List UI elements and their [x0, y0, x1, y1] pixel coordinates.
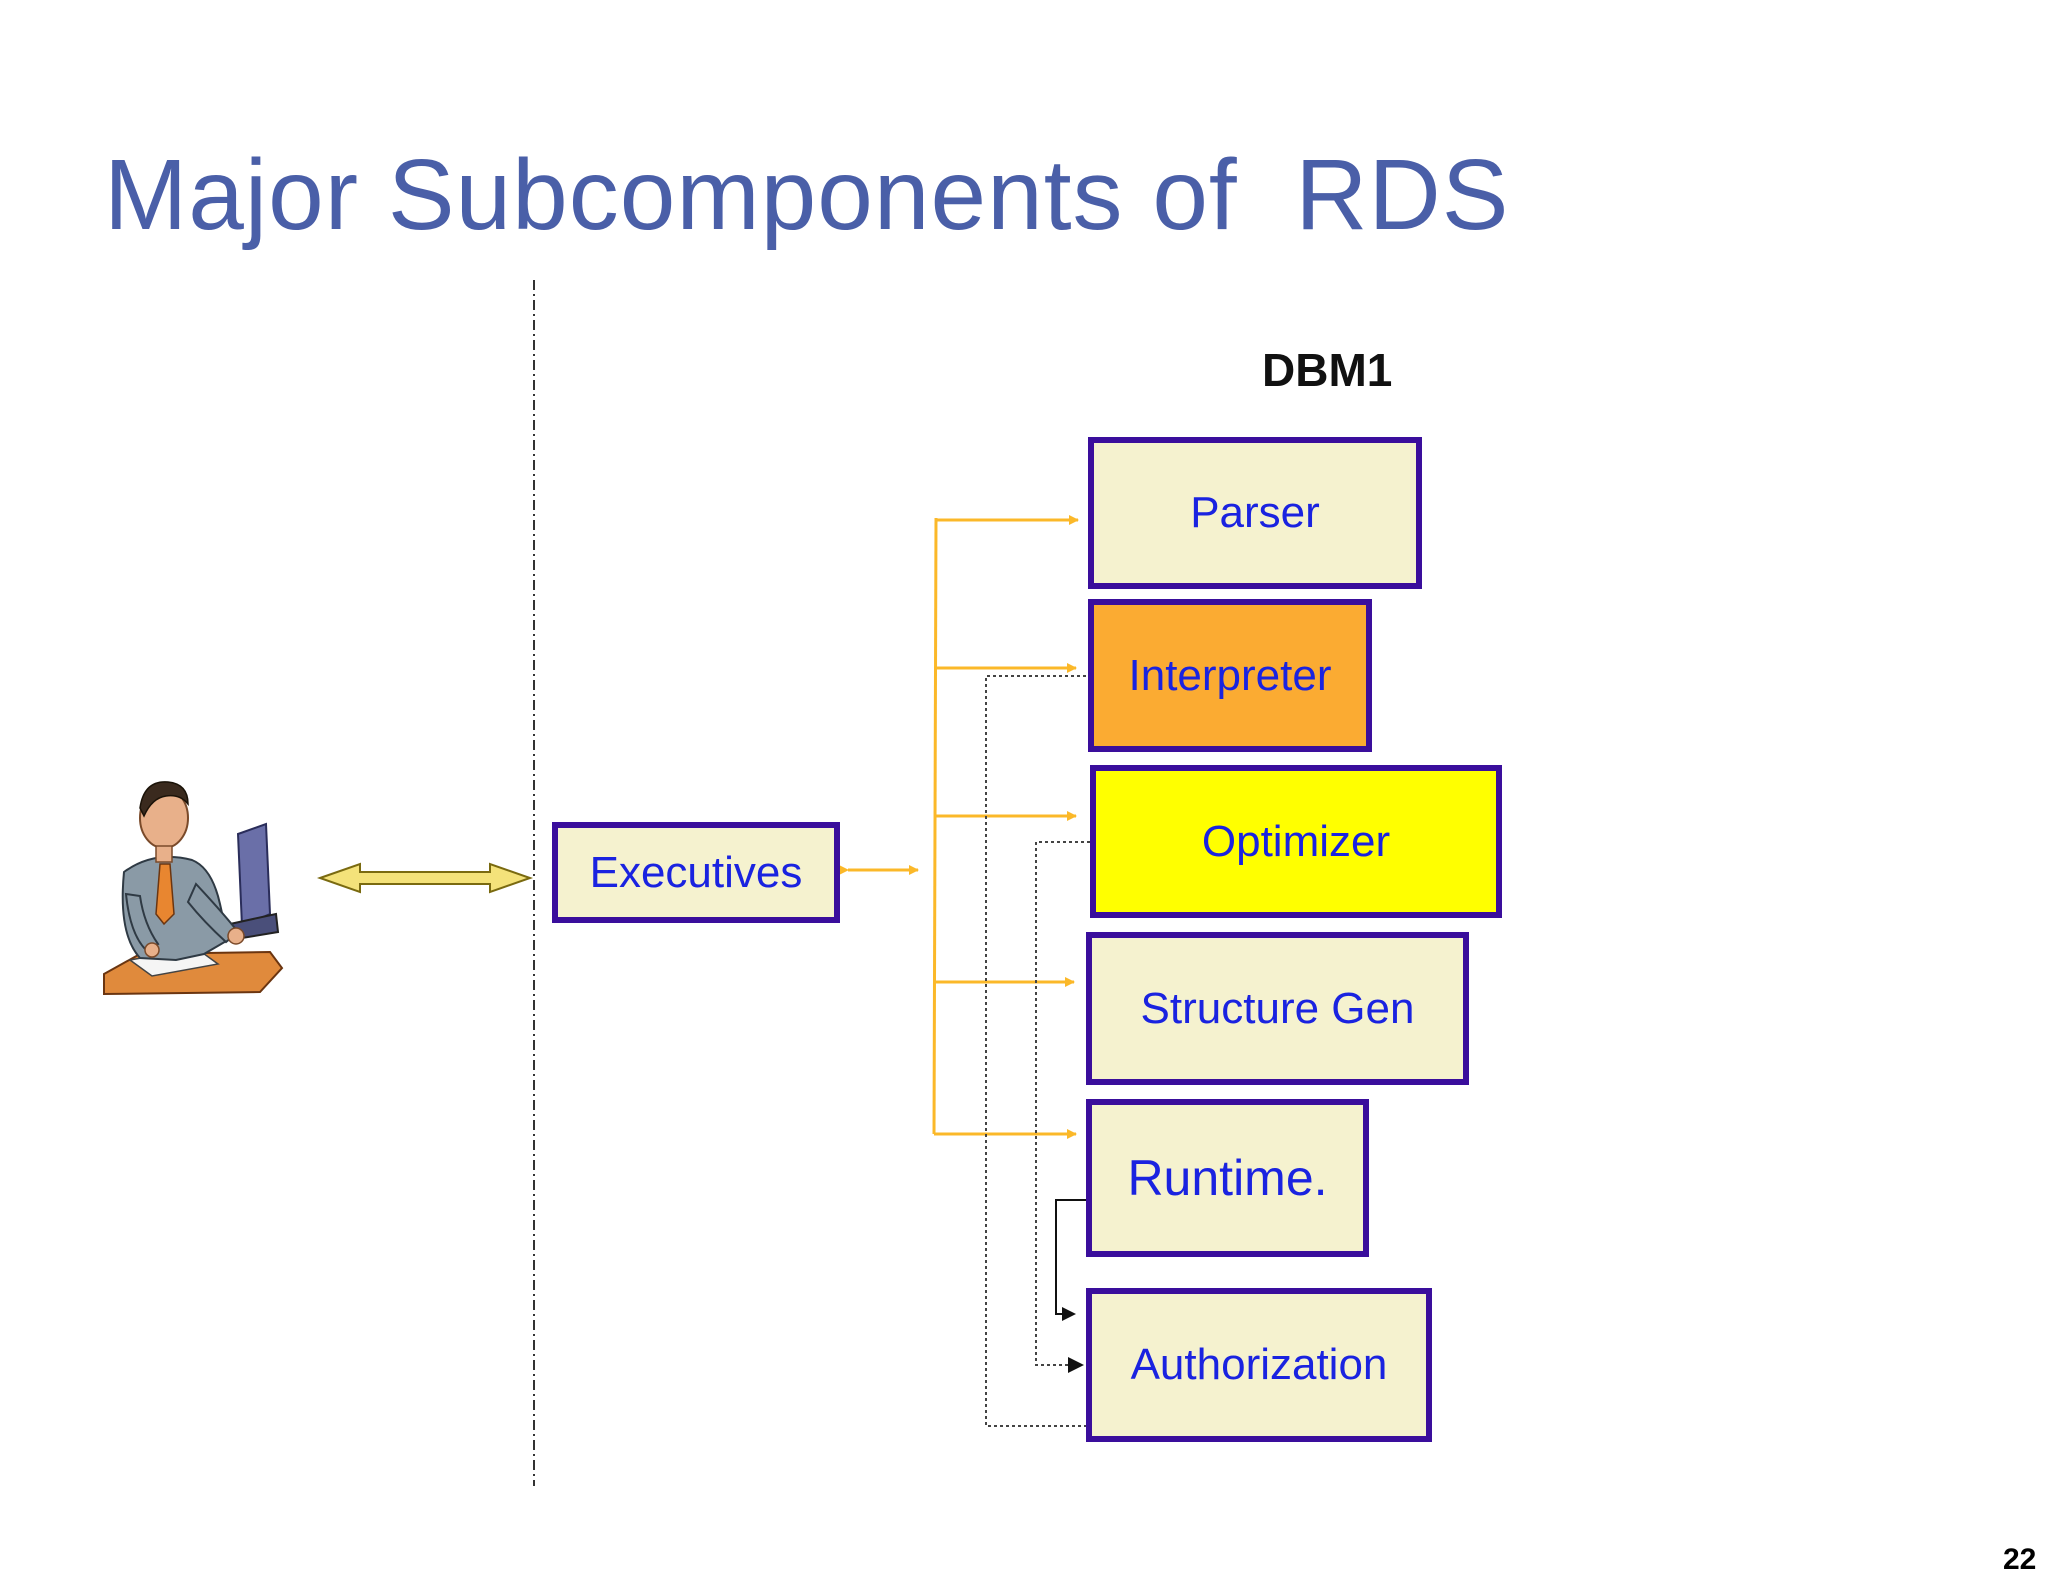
runtime-box: Runtime.: [1086, 1099, 1369, 1257]
parser-label: Parser: [1190, 488, 1320, 537]
executives-box: Executives: [552, 822, 840, 923]
executives-label: Executives: [589, 847, 803, 897]
dotted-optimizer-authorization: [1035, 841, 1090, 1366]
orange-trunk: [932, 517, 938, 1135]
page-number: 22: [2003, 1543, 2037, 1576]
authorization-box: Authorization: [1086, 1288, 1432, 1442]
double-arrow-icon: [316, 862, 534, 894]
dotted-interpreter-authorization: [985, 675, 1113, 1430]
slide-title: Major Subcomponents of RDS: [104, 139, 1510, 251]
authorization-label: Authorization: [1130, 1340, 1388, 1389]
parser-box: Parser: [1088, 437, 1422, 589]
optimizer-label: Optimizer: [1201, 816, 1391, 866]
runtime-label: Runtime.: [1127, 1150, 1328, 1206]
person-at-computer-icon: [103, 781, 284, 996]
interpreter-box: Interpreter: [1088, 599, 1372, 752]
structure-gen-box: Structure Gen: [1086, 932, 1469, 1085]
dbm1-label: DBM1: [1262, 344, 1393, 396]
optimizer-box: Optimizer: [1090, 765, 1502, 918]
interpreter-label: Interpreter: [1128, 650, 1332, 700]
structure-gen-label: Structure Gen: [1140, 983, 1415, 1033]
